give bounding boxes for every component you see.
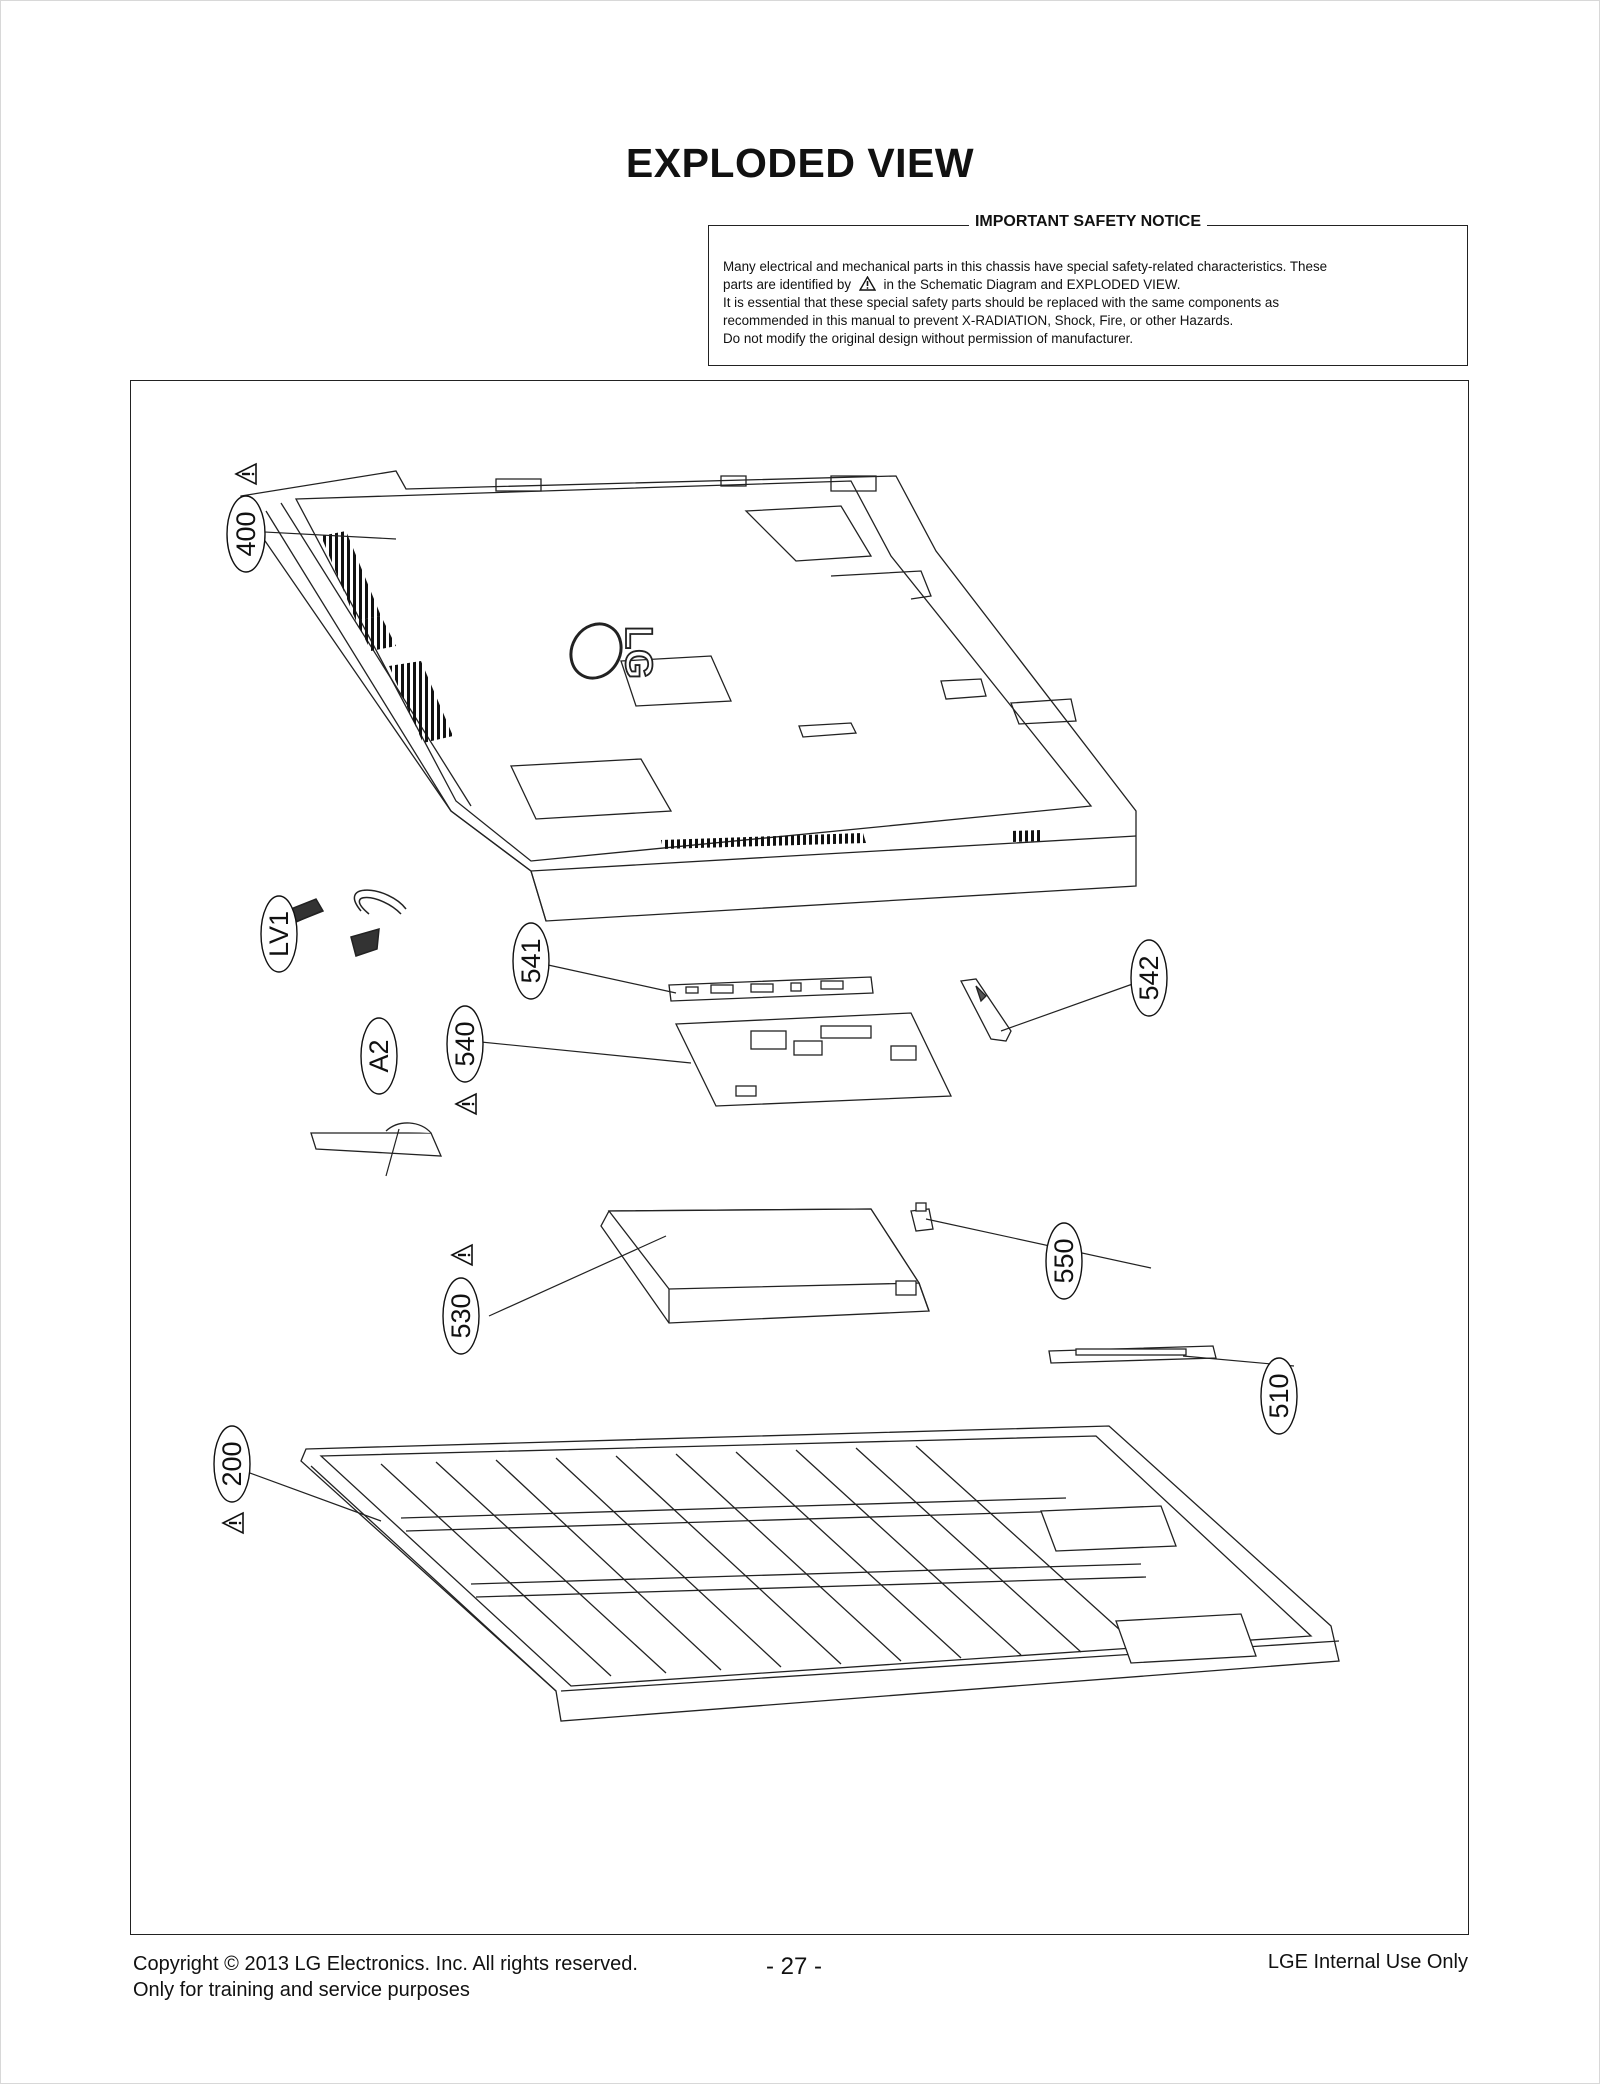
notice-line-3: It is essential that these special safet…: [723, 295, 1280, 310]
exploded-view-svg: LG: [213, 462, 1340, 1722]
vent-grilles: [321, 531, 1043, 849]
part-542-bracket: [959, 978, 1012, 1042]
notice-line-1: Many electrical and mechanical parts in …: [723, 259, 1328, 274]
svg-text:542: 542: [1134, 955, 1164, 1000]
callout-400: 400: [226, 462, 266, 573]
callout-550: 550: [1045, 1222, 1083, 1300]
callout-540: 540: [446, 1005, 484, 1116]
exploded-view-drawing: LG: [130, 380, 1469, 1935]
warning-triangle-icon: [450, 1243, 474, 1267]
svg-text:540: 540: [450, 1021, 480, 1066]
part-530-power-board: [600, 1208, 930, 1324]
notice-line-5: Do not modify the original design withou…: [723, 331, 1134, 346]
part-541-bracket: [668, 976, 874, 1002]
part-550-bracket: [910, 1202, 934, 1232]
svg-text:550: 550: [1049, 1238, 1079, 1283]
svg-text:541: 541: [516, 938, 546, 983]
warning-triangle-icon: [221, 1511, 245, 1535]
notice-line-2: parts are identified by in the Schematic…: [723, 276, 1181, 292]
page-number: - 27 -: [766, 1953, 823, 1980]
lg-logo: LG: [617, 626, 659, 679]
back-cover-part: LG: [240, 470, 1137, 922]
callout-200: 200: [213, 1425, 251, 1535]
svg-text:LV1: LV1: [264, 911, 294, 957]
notice-line-4: recommended in this manual to prevent X-…: [723, 313, 1234, 328]
warning-triangle-icon: [454, 1092, 478, 1116]
copyright-text: Copyright © 2013 LG Electronics. Inc. Al…: [133, 1953, 638, 1975]
callout-541: 541: [512, 922, 550, 1000]
svg-text:510: 510: [1264, 1373, 1294, 1418]
lv1-cable-part: [284, 889, 407, 957]
svg-text:530: 530: [446, 1293, 476, 1338]
safety-notice-title: IMPORTANT SAFETY NOTICE: [968, 213, 1208, 230]
footer-left: Copyright © 2013 LG Electronics. Inc. Al…: [133, 1951, 638, 2003]
svg-text:400: 400: [231, 511, 261, 556]
callout-lv1: LV1: [260, 895, 298, 973]
callout-530: 530: [442, 1243, 480, 1355]
safety-notice-box: IMPORTANT SAFETY NOTICE Many electrical …: [708, 213, 1468, 366]
safety-notice-body: Many electrical and mechanical parts in …: [723, 258, 1453, 348]
page-title: EXPLODED VIEW: [625, 140, 975, 186]
part-a2-stand: [310, 1122, 443, 1157]
warning-triangle-icon: [234, 462, 258, 486]
callout-510: 510: [1260, 1357, 1298, 1435]
part-540-main-board: [674, 1012, 953, 1107]
part-200-lcd-module: [300, 1425, 1340, 1722]
callout-a2: A2: [360, 1017, 398, 1095]
svg-text:200: 200: [217, 1441, 247, 1486]
internal-use-label: LGE Internal Use Only: [1267, 1951, 1468, 1973]
purpose-text: Only for training and service purposes: [133, 1979, 470, 2001]
svg-text:A2: A2: [364, 1039, 394, 1072]
callout-542: 542: [1130, 939, 1168, 1017]
part-510-keypad: [1048, 1345, 1217, 1364]
warning-triangle-icon: [858, 276, 876, 291]
